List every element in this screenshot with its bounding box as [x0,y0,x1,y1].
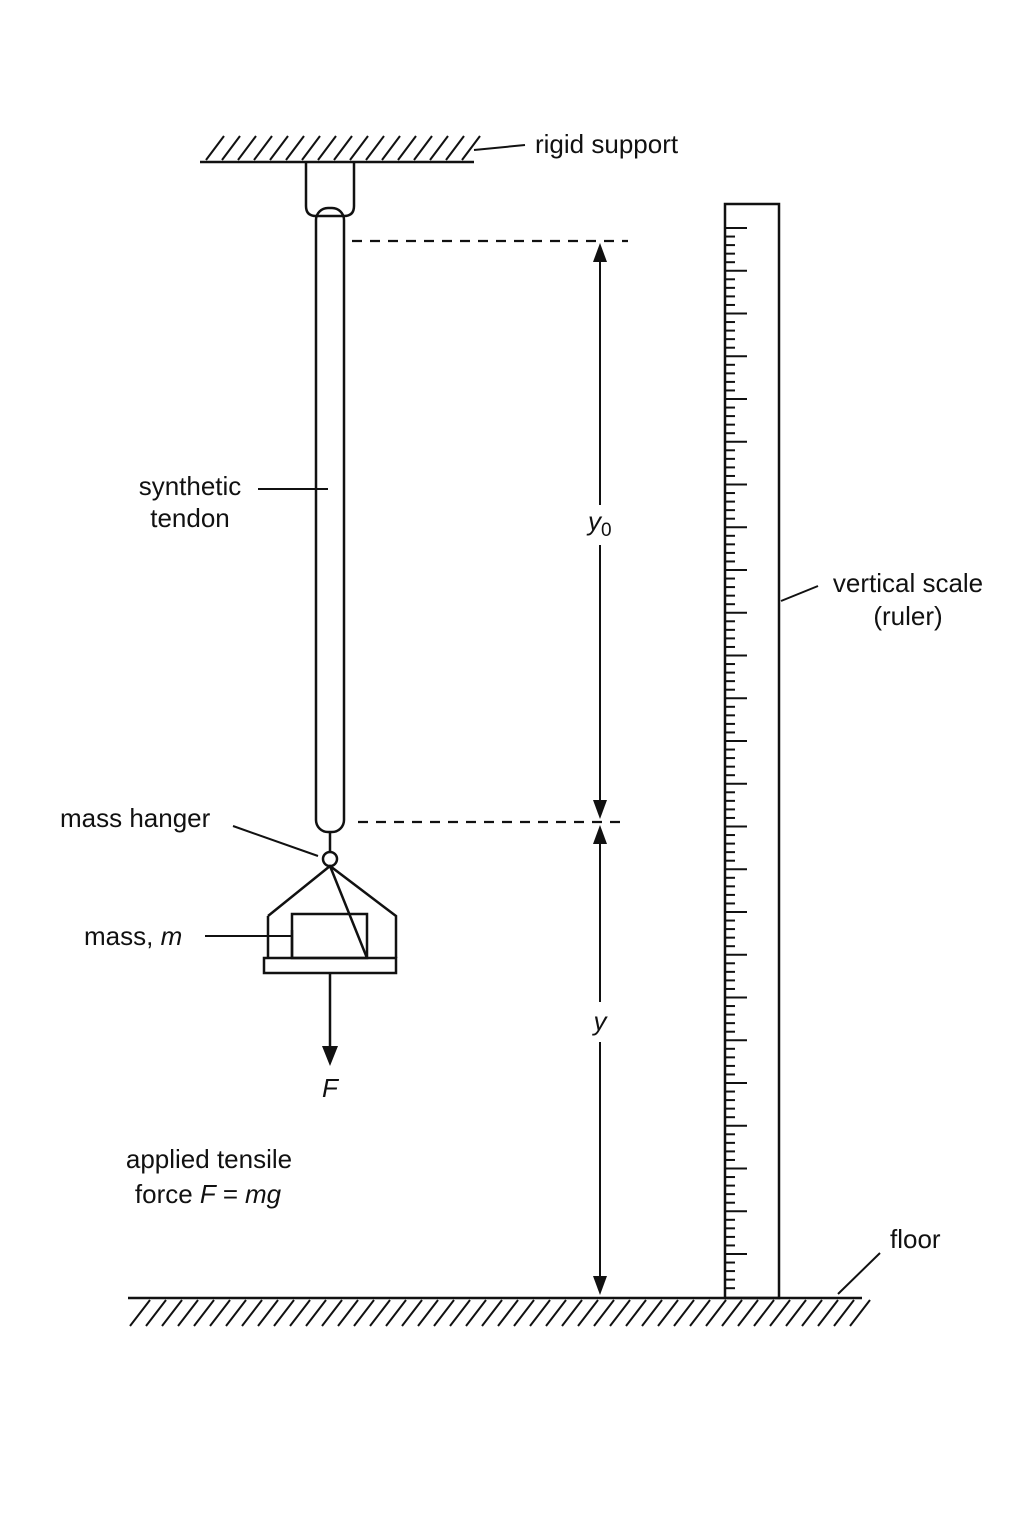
support-hatch-line [237,135,257,161]
floor-hatch-line [753,1299,775,1327]
floor-hatch-line [289,1299,311,1327]
floor-hatch-line [593,1299,615,1327]
floor-hatch-line [449,1299,471,1327]
floor-hatch-line [161,1299,183,1327]
floor-hatch-line [209,1299,231,1327]
support-hatch-line [381,135,401,161]
floor-hatch-line [257,1299,279,1327]
synthetic-tendon [314,206,346,834]
floor-hatch-line [481,1299,503,1327]
floor-hatch-line [177,1299,199,1327]
floor-hatch-line [561,1299,583,1327]
y-label: y [592,1006,609,1036]
applied-force-label-line2: force F = mg [135,1179,282,1209]
floor-hatch-line [577,1299,599,1327]
floor [128,1296,871,1327]
floor-hatch-line [385,1299,407,1327]
support-hatch-line [317,135,337,161]
mass-hanger-label: mass hanger [60,803,211,833]
floor-hatch-line [785,1299,807,1327]
floor-hatch-line [657,1299,679,1327]
floor-hatch-line [417,1299,439,1327]
vertical-scale-label-line2: (ruler) [873,601,942,631]
force-label: F [322,1073,340,1103]
support-hatch-line [301,135,321,161]
support-hatch-line [269,135,289,161]
force-arrow [322,973,338,1066]
floor-hatch-line [513,1299,535,1327]
vertical-scale-label-line1: vertical scale [833,568,983,598]
floor-hatch-line [305,1299,327,1327]
support-hatch-line [333,135,353,161]
floor-label: floor [890,1224,941,1254]
floor-hatch-line [817,1299,839,1327]
floor-hatch-line [353,1299,375,1327]
floor-hatch-line [129,1299,151,1327]
floor-hatch-line [145,1299,167,1327]
floor-hatch-line [833,1299,855,1327]
mass-hanger [262,832,398,975]
mass-block [290,912,369,960]
floor-hatch-line [673,1299,695,1327]
y-dimension-arrow [593,825,607,1295]
mass-hanger-leader [232,825,319,857]
support-hatch-line [221,135,241,161]
support-hatch-line [285,135,305,161]
floor-hatch-line [609,1299,631,1327]
support-hatch-line [205,135,225,161]
floor-hatch-line [193,1299,215,1327]
floor-hatch-line [321,1299,343,1327]
floor-hatch-line [529,1299,551,1327]
floor-hatch-line [737,1299,759,1327]
floor-hatch-line [849,1299,871,1327]
floor-hatch-line [641,1299,663,1327]
floor-hatch-line [497,1299,519,1327]
floor-hatch-line [401,1299,423,1327]
mass-label: mass, m [84,921,182,951]
support-hatch-line [413,135,433,161]
support-hatch-line [445,135,465,161]
floor-hatch-line [545,1299,567,1327]
synthetic-tendon-label-line2: tendon [150,503,230,533]
floor-hatch-line [801,1299,823,1327]
y0-label: y0 [586,506,612,541]
floor-hatch-line [433,1299,455,1327]
synthetic-tendon-label-line1: synthetic [139,471,242,501]
floor-hatch-line [337,1299,359,1327]
rigid-support-leader [473,144,526,151]
support-hatch-line [397,135,417,161]
rigid-support [200,135,481,218]
applied-force-label-line1: applied tensile [126,1144,292,1174]
floor-hatch-line [689,1299,711,1327]
y0-dimension-arrow [593,243,607,819]
floor-hatch-line [769,1299,791,1327]
floor-hatch-line [241,1299,263,1327]
floor-hatch-line [721,1299,743,1327]
support-hatch-line [365,135,385,161]
support-hatch-line [349,135,369,161]
floor-leader [837,1252,881,1295]
floor-hatch-line [625,1299,647,1327]
floor-hatch-line [273,1299,295,1327]
vertical-scale-ruler [723,202,781,1300]
floor-hatch-line [225,1299,247,1327]
floor-hatch-line [705,1299,727,1327]
floor-hatch-line [369,1299,391,1327]
support-hatch-line [429,135,449,161]
support-hatch-line [461,135,481,161]
vertical-scale-leader [780,585,819,602]
rigid-support-label: rigid support [535,129,679,159]
floor-hatch-line [465,1299,487,1327]
support-hatch-line [253,135,273,161]
